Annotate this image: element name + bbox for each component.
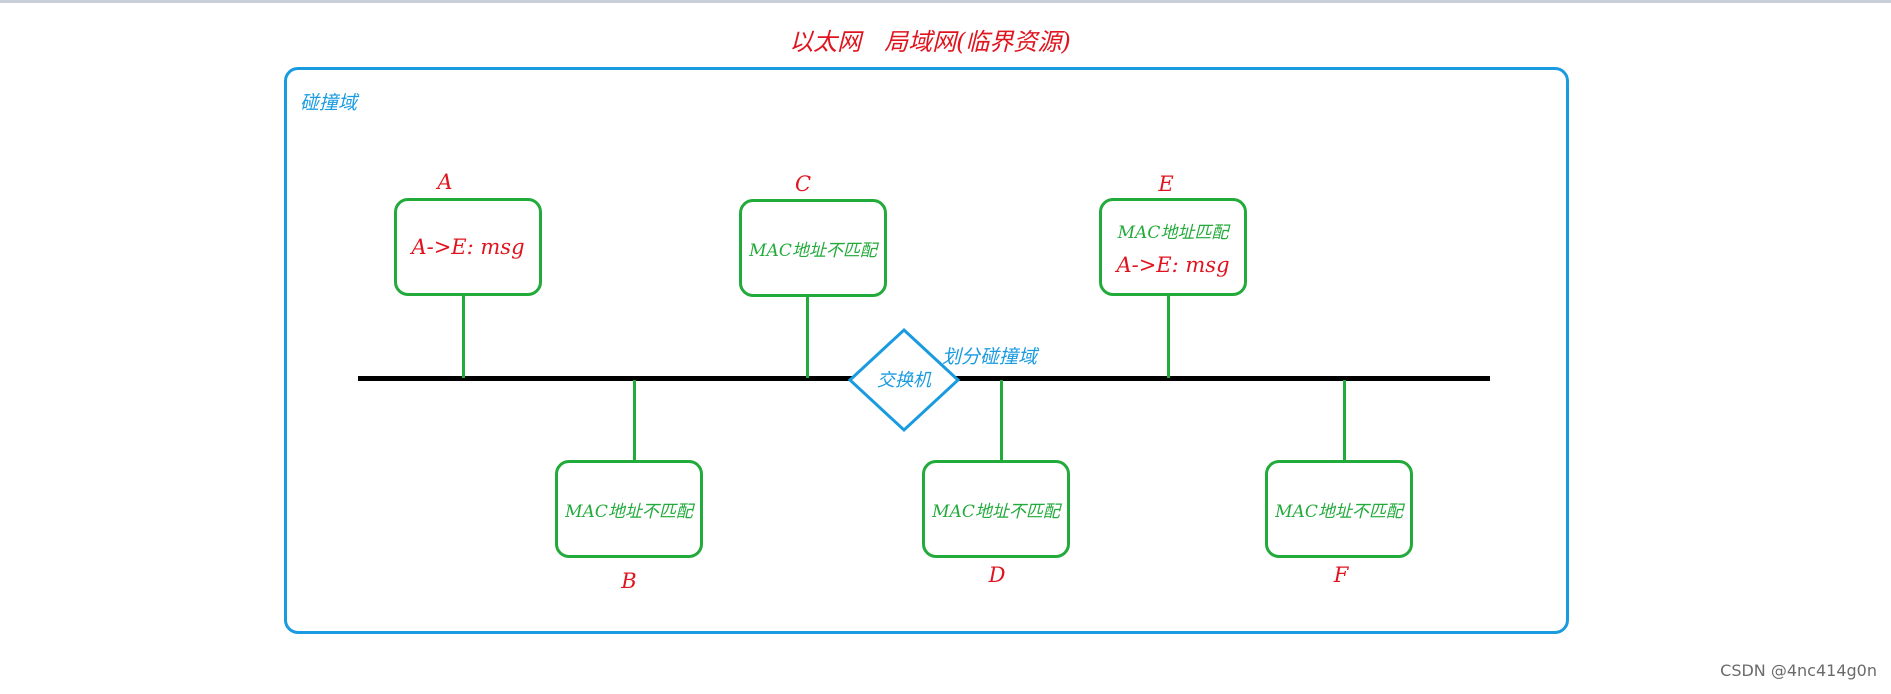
host-d-box: MAC地址不匹配 xyxy=(922,460,1070,558)
host-b-box: MAC地址不匹配 xyxy=(555,460,703,558)
switch-diamond xyxy=(847,327,961,433)
host-f-status: MAC地址不匹配 xyxy=(1275,501,1403,522)
host-b-status: MAC地址不匹配 xyxy=(565,501,693,522)
watermark: CSDN @4nc414g0n xyxy=(1720,661,1877,680)
diagram-title: 以太网 局域网(临界资源) xyxy=(789,28,1071,56)
collision-domain-frame xyxy=(284,67,1569,634)
host-c-status: MAC地址不匹配 xyxy=(749,240,877,261)
host-e-link xyxy=(1167,296,1170,378)
host-e-box: MAC地址匹配 A->E: msg xyxy=(1099,198,1247,296)
host-a-name: A xyxy=(437,170,453,194)
host-e-name: E xyxy=(1158,172,1174,196)
host-d-name: D xyxy=(988,563,1006,587)
host-a-link xyxy=(462,296,465,378)
host-f-name: F xyxy=(1333,563,1349,587)
host-e-message: A->E: msg xyxy=(1116,252,1230,277)
host-c-link xyxy=(806,296,809,378)
collision-domain-label: 碰撞域 xyxy=(300,92,358,114)
host-a-box: A->E: msg xyxy=(394,198,542,296)
top-border xyxy=(0,0,1891,3)
host-a-message: A->E: msg xyxy=(411,235,525,259)
host-c-box: MAC地址不匹配 xyxy=(739,199,887,297)
host-d-status: MAC地址不匹配 xyxy=(932,501,1060,522)
host-f-link xyxy=(1343,380,1346,460)
host-f-box: MAC地址不匹配 xyxy=(1265,460,1413,558)
host-d-link xyxy=(1000,380,1003,460)
switch-note: 划分碰撞域 xyxy=(942,346,1038,368)
switch-label: 交换机 xyxy=(877,370,931,391)
host-b-name: B xyxy=(621,569,637,593)
host-b-link xyxy=(633,380,636,460)
host-c-name: C xyxy=(794,172,812,196)
host-e-status: MAC地址匹配 xyxy=(1117,222,1229,243)
